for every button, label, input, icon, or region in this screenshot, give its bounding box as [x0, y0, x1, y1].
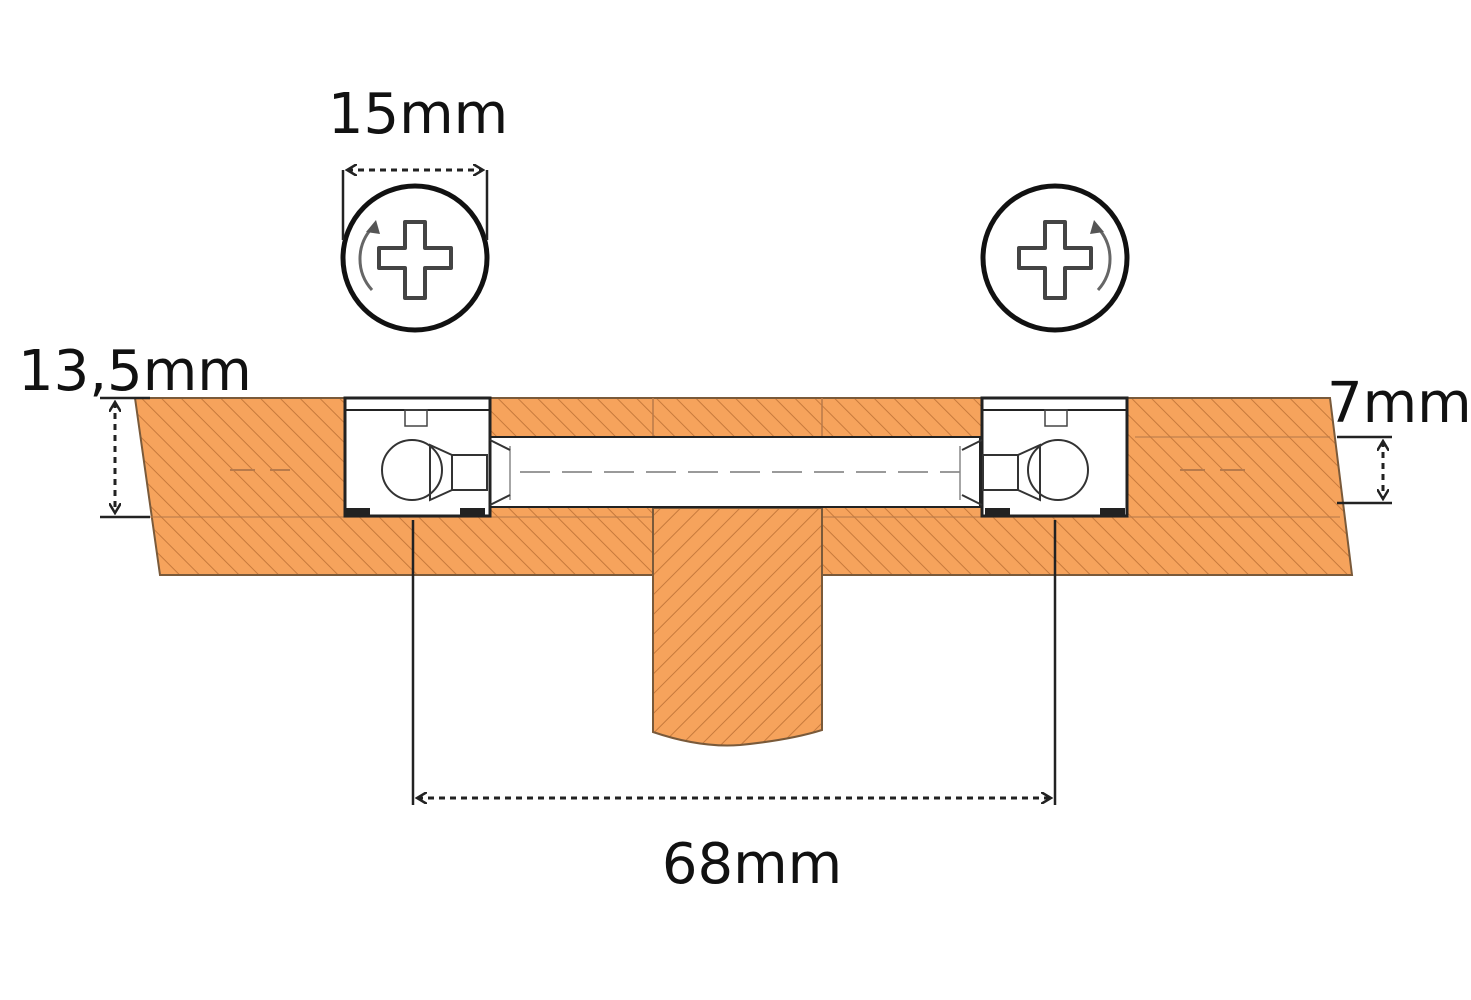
diameter-label: 15mm: [328, 82, 508, 147]
phillips-screw-head-icon: [980, 183, 1130, 333]
left-cam-housing: [343, 396, 511, 518]
rotation-arrow-icon: [358, 220, 380, 292]
panel-thickness-dimension: 13,5mm: [18, 339, 252, 519]
center-height-dimension: 7mm: [1327, 371, 1471, 505]
rotation-arrow-icon: [1090, 220, 1112, 292]
panel-thickness-label: 13,5mm: [18, 339, 252, 404]
dowel-channel: [489, 436, 981, 508]
center-height-label: 7mm: [1327, 371, 1471, 436]
diameter-dimension: 15mm: [328, 82, 508, 240]
right-cam-housing: [961, 396, 1129, 518]
vertical-panel: [652, 507, 823, 747]
spacing-label: 68mm: [662, 832, 842, 897]
phillips-screw-head-icon: [340, 183, 490, 333]
spacing-dimension: 68mm: [411, 520, 1057, 897]
